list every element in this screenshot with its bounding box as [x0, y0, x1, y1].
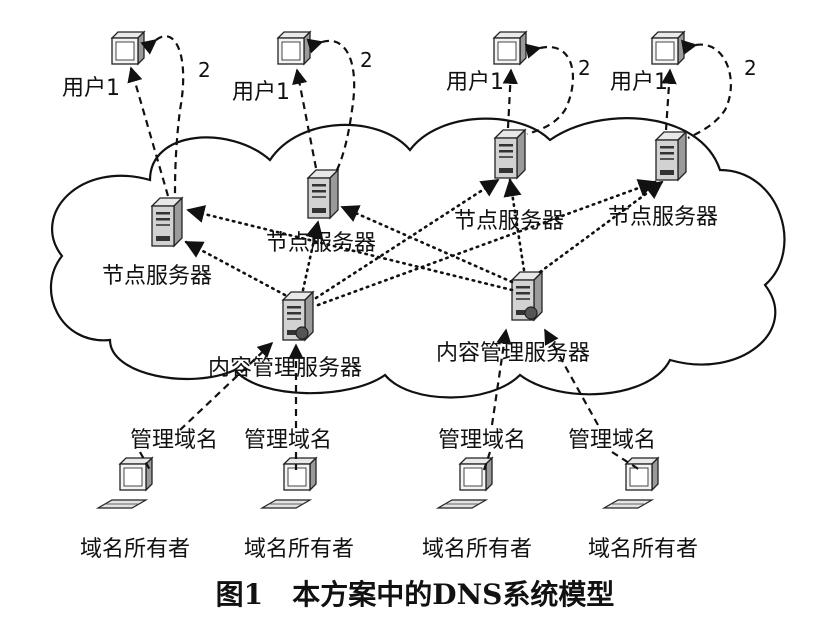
owner-computer-3 [437, 457, 493, 509]
edge-node4-user4 [661, 68, 677, 131]
loop-label-3: 2 [578, 56, 591, 80]
user-label-3: 用户1 [446, 70, 504, 95]
manage-domain-label-1: 管理域名 [130, 428, 218, 453]
owner-computer-1 [97, 457, 153, 509]
edge-owner1-content1 [179, 341, 274, 431]
dot-c1-n1 [184, 240, 287, 297]
owner-computer-4 [603, 457, 659, 509]
dot-c1-n3 [314, 178, 500, 300]
content-server-label-2: 内容管理服务器 [436, 341, 590, 366]
figure-caption: 图1 本方案中的DNS系统模型 [216, 578, 615, 611]
loop-edge-2 [306, 38, 356, 173]
user-computer-4 [651, 31, 685, 65]
node-server-4 [655, 131, 687, 181]
user-label-1: 用户1 [62, 76, 120, 101]
edge-label3-owner3 [482, 451, 492, 471]
edge-label4-owner4 [611, 451, 641, 471]
edge-owner3-content2 [490, 328, 512, 426]
content-server-2 [511, 271, 543, 321]
loop-edge-4 [681, 39, 733, 139]
node-server-label-3: 节点服务器 [454, 209, 564, 234]
edge-node1-user1 [127, 66, 170, 197]
owner-computer-2 [261, 457, 317, 509]
content-server-label-1: 内容管理服务器 [208, 356, 362, 381]
dot-c2-n4 [538, 180, 664, 274]
loop-edge-3 [524, 43, 575, 136]
edge-node3-user3 [502, 68, 518, 129]
domain-owner-label-2: 域名所有者 [244, 537, 354, 562]
user-computer-3 [493, 31, 527, 65]
node-server-label-1: 节点服务器 [102, 264, 212, 289]
loop-label-4: 2 [744, 56, 757, 80]
network-cloud [49, 117, 786, 399]
manage-domain-label-3: 管理域名 [438, 428, 526, 453]
dot-c1-n2 [301, 220, 324, 292]
node-server-3 [494, 129, 526, 179]
user-label-4: 用户1 [610, 70, 668, 95]
user-computer-1 [111, 31, 145, 65]
manage-domain-label-2: 管理域名 [244, 428, 332, 453]
dot-c2-n3 [503, 178, 526, 272]
user-label-2: 用户1 [232, 80, 290, 105]
node-server-1 [151, 197, 183, 247]
loop-label-1: 2 [198, 58, 211, 82]
domain-owner-label-4: 域名所有者 [588, 537, 698, 562]
manage-domain-label-4: 管理域名 [568, 428, 656, 453]
loop-edge-1 [140, 35, 185, 197]
domain-owner-label-1: 域名所有者 [80, 537, 190, 562]
content-server-1 [282, 291, 314, 341]
edge-label1-owner1 [139, 451, 151, 471]
dot-c1-n4 [316, 179, 657, 307]
dot-c2-n2 [340, 205, 514, 284]
edge-node2-user2 [292, 68, 318, 169]
node-server-2 [307, 169, 339, 219]
node-server-label-4: 节点服务器 [608, 205, 718, 230]
edge-owner4-content2 [544, 328, 599, 426]
domain-owner-label-3: 域名所有者 [422, 537, 532, 562]
user-computer-2 [277, 31, 311, 65]
loop-label-2: 2 [360, 48, 373, 72]
